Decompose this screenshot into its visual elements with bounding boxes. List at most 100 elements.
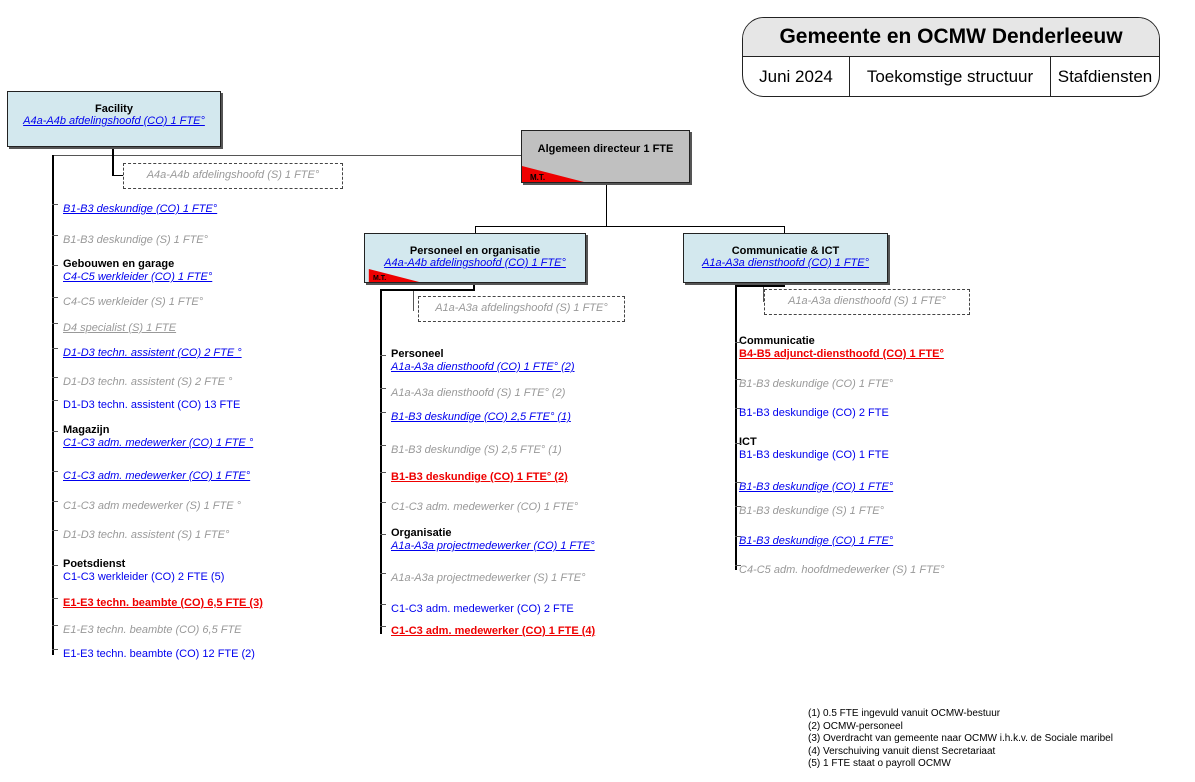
staff-position[interactable]: A1a-A3a diensthoofd (CO) 1 FTE° (2) (391, 361, 575, 373)
title-section: Stafdiensten (1057, 67, 1153, 86)
po-deputy: A1a-A3a afdelingshoofd (S) 1 FTE° (418, 296, 625, 322)
branch-tick (380, 626, 386, 627)
staff-position[interactable]: C1-C3 adm. medewerker (CO) 1 FTE (4) (391, 625, 596, 637)
staff-position: D1-D3 techn. assistent (S) 1 FTE° (63, 529, 230, 541)
branch-tick (380, 573, 386, 574)
staff-position: E1-E3 techn. beambte (CO) 6,5 FTE (63, 624, 242, 636)
staff-position: D1-D3 techn. assistent (CO) 13 FTE (63, 399, 241, 411)
staff-position: C1-C3 werkleider (CO) 2 FTE (5) (63, 571, 225, 583)
director-box[interactable]: Algemeen directeur 1 FTE M.T. (521, 130, 690, 183)
section-header: ICT (739, 436, 757, 448)
po-head[interactable]: A4a-A4b afdelingshoofd (CO) 1 FTE° (384, 257, 566, 269)
branch-tick (735, 379, 741, 380)
section-header: Organisatie (391, 527, 452, 539)
connector (380, 289, 474, 291)
staff-position[interactable]: C1-C3 adm. medewerker (CO) 1 FTE ° (63, 437, 254, 449)
section-header: Poetsdienst (63, 558, 126, 570)
staff-position[interactable]: E1-E3 techn. beambte (CO) 6,5 FTE (3) (63, 597, 263, 609)
staff-position[interactable]: B1-B3 deskundige (CO) 1 FTE° (739, 481, 894, 493)
staff-position[interactable]: B4-B5 adjunct-diensthoofd (CO) 1 FTE° (739, 348, 944, 360)
branch-tick (735, 506, 741, 507)
branch-tick (380, 355, 386, 356)
footnote: (3) Overdracht van gemeente naar OCMW i.… (808, 733, 1113, 744)
ci-box[interactable]: Communicatie & ICT A1a-A3a diensthoofd (… (683, 233, 888, 283)
staff-position[interactable]: B1-B3 deskundige (CO) 2,5 FTE° (1) (391, 411, 571, 423)
staff-position: B1-B3 deskundige (CO) 1 FTE° (739, 378, 894, 390)
mt-badge-label: M.T. (373, 275, 387, 282)
branch-tick (735, 342, 741, 343)
branch-tick (380, 445, 386, 446)
branch-tick (735, 482, 741, 483)
branch-tick (52, 530, 58, 531)
branch-tick (52, 649, 58, 650)
branch-tick (735, 536, 741, 537)
staff-position[interactable]: D4 specialist (S) 1 FTE (63, 322, 177, 334)
footnote: (1) 0.5 FTE ingevuld vanuit OCMW-bestuur (808, 708, 1001, 719)
ci-head[interactable]: A1a-A3a diensthoofd (CO) 1 FTE° (701, 257, 870, 269)
branch-tick (380, 388, 386, 389)
branch-tick (380, 604, 386, 605)
mt-badge-label: M.T. (530, 173, 546, 182)
staff-position: C1-C3 adm medewerker (S) 1 FTE ° (63, 500, 241, 512)
footnote: (5) 1 FTE staat o payroll OCMW (808, 758, 951, 769)
facility-deputy: A4a-A4b afdelingshoofd (S) 1 FTE° (123, 163, 343, 189)
staff-position[interactable]: C1-C3 adm. medewerker (CO) 1 FTE° (63, 470, 251, 482)
branch-tick (52, 297, 58, 298)
footnote: (4) Verschuiving vanuit dienst Secretari… (808, 745, 996, 757)
ci-deputy: A1a-A3a diensthoofd (S) 1 FTE° (764, 289, 970, 315)
connector (735, 285, 737, 570)
section-header: Personeel (391, 348, 444, 360)
branch-tick (52, 400, 58, 401)
connector (475, 226, 476, 234)
branch-tick (380, 412, 386, 413)
branch-tick (52, 348, 58, 349)
staff-position: A1a-A3a diensthoofd (S) 1 FTE° (2) (391, 387, 566, 399)
staff-position: B1-B3 deskundige (S) 2,5 FTE° (1) (391, 444, 562, 456)
staff-position: C4-C5 werkleider (S) 1 FTE° (63, 296, 204, 308)
branch-tick (735, 443, 741, 444)
mt-badge-icon (522, 166, 584, 182)
branch-tick (52, 471, 58, 472)
connector (475, 226, 785, 227)
staff-position: B1-B3 deskundige (S) 1 FTE° (739, 505, 885, 517)
facility-box[interactable]: Facility A4a-A4b afdelingshoofd (CO) 1 F… (7, 91, 221, 147)
facility-title: Facility (95, 103, 133, 115)
branch-tick (52, 323, 58, 324)
staff-position: C4-C5 adm. hoofdmedewerker (S) 1 FTE° (739, 564, 945, 576)
footnote: (2) OCMW-personeel (808, 720, 903, 732)
staff-position[interactable]: B1-B3 deskundige (CO) 1 FTE° (63, 203, 218, 215)
staff-position: B1-B3 deskundige (CO) 2 FTE (739, 407, 889, 419)
staff-position[interactable]: C4-C5 werkleider (CO) 1 FTE° (63, 271, 213, 283)
connector (380, 289, 382, 634)
connector (784, 226, 785, 234)
ci-title: Communicatie & ICT (731, 245, 840, 257)
branch-tick (52, 265, 58, 266)
section-header: Gebouwen en garage (63, 258, 175, 270)
section-header: Communicatie (739, 335, 815, 347)
section-header: Magazijn (63, 424, 110, 436)
title-row: Juni 2024 Toekomstige structuur Stafdien… (743, 57, 1159, 96)
staff-position: C1-C3 adm. medewerker (CO) 1 FTE° (391, 501, 579, 513)
po-box[interactable]: Personeel en organisatie A4a-A4b afdelin… (364, 233, 586, 283)
connector (112, 175, 124, 176)
branch-tick (735, 565, 741, 566)
branch-tick (52, 204, 58, 205)
staff-position[interactable]: B1-B3 deskundige (CO) 1 FTE° (2) (391, 471, 568, 483)
staff-position: A1a-A3a projectmedewerker (S) 1 FTE° (391, 572, 586, 584)
org-title: Gemeente en OCMW Denderleeuw (743, 18, 1159, 57)
connector (735, 285, 785, 287)
footnotes: (1) 0.5 FTE ingevuld vanuit OCMW-bestuur… (808, 708, 1113, 771)
staff-position[interactable]: A1a-A3a projectmedewerker (CO) 1 FTE° (391, 540, 595, 552)
branch-tick (380, 502, 386, 503)
staff-position[interactable]: D1-D3 techn. assistent (CO) 2 FTE ° (63, 347, 242, 359)
staff-position: E1-E3 techn. beambte (CO) 12 FTE (2) (63, 648, 255, 660)
staff-position[interactable]: B1-B3 deskundige (CO) 1 FTE° (739, 535, 894, 547)
connector (413, 291, 414, 311)
title-date: Juni 2024 (743, 57, 850, 96)
branch-tick (380, 472, 386, 473)
facility-head[interactable]: A4a-A4b afdelingshoofd (CO) 1 FTE° (23, 115, 205, 127)
connector (763, 287, 764, 302)
branch-tick (52, 377, 58, 378)
staff-position: B1-B3 deskundige (S) 1 FTE° (63, 234, 209, 246)
staff-position: D1-D3 techn. assistent (S) 2 FTE ° (63, 376, 233, 388)
